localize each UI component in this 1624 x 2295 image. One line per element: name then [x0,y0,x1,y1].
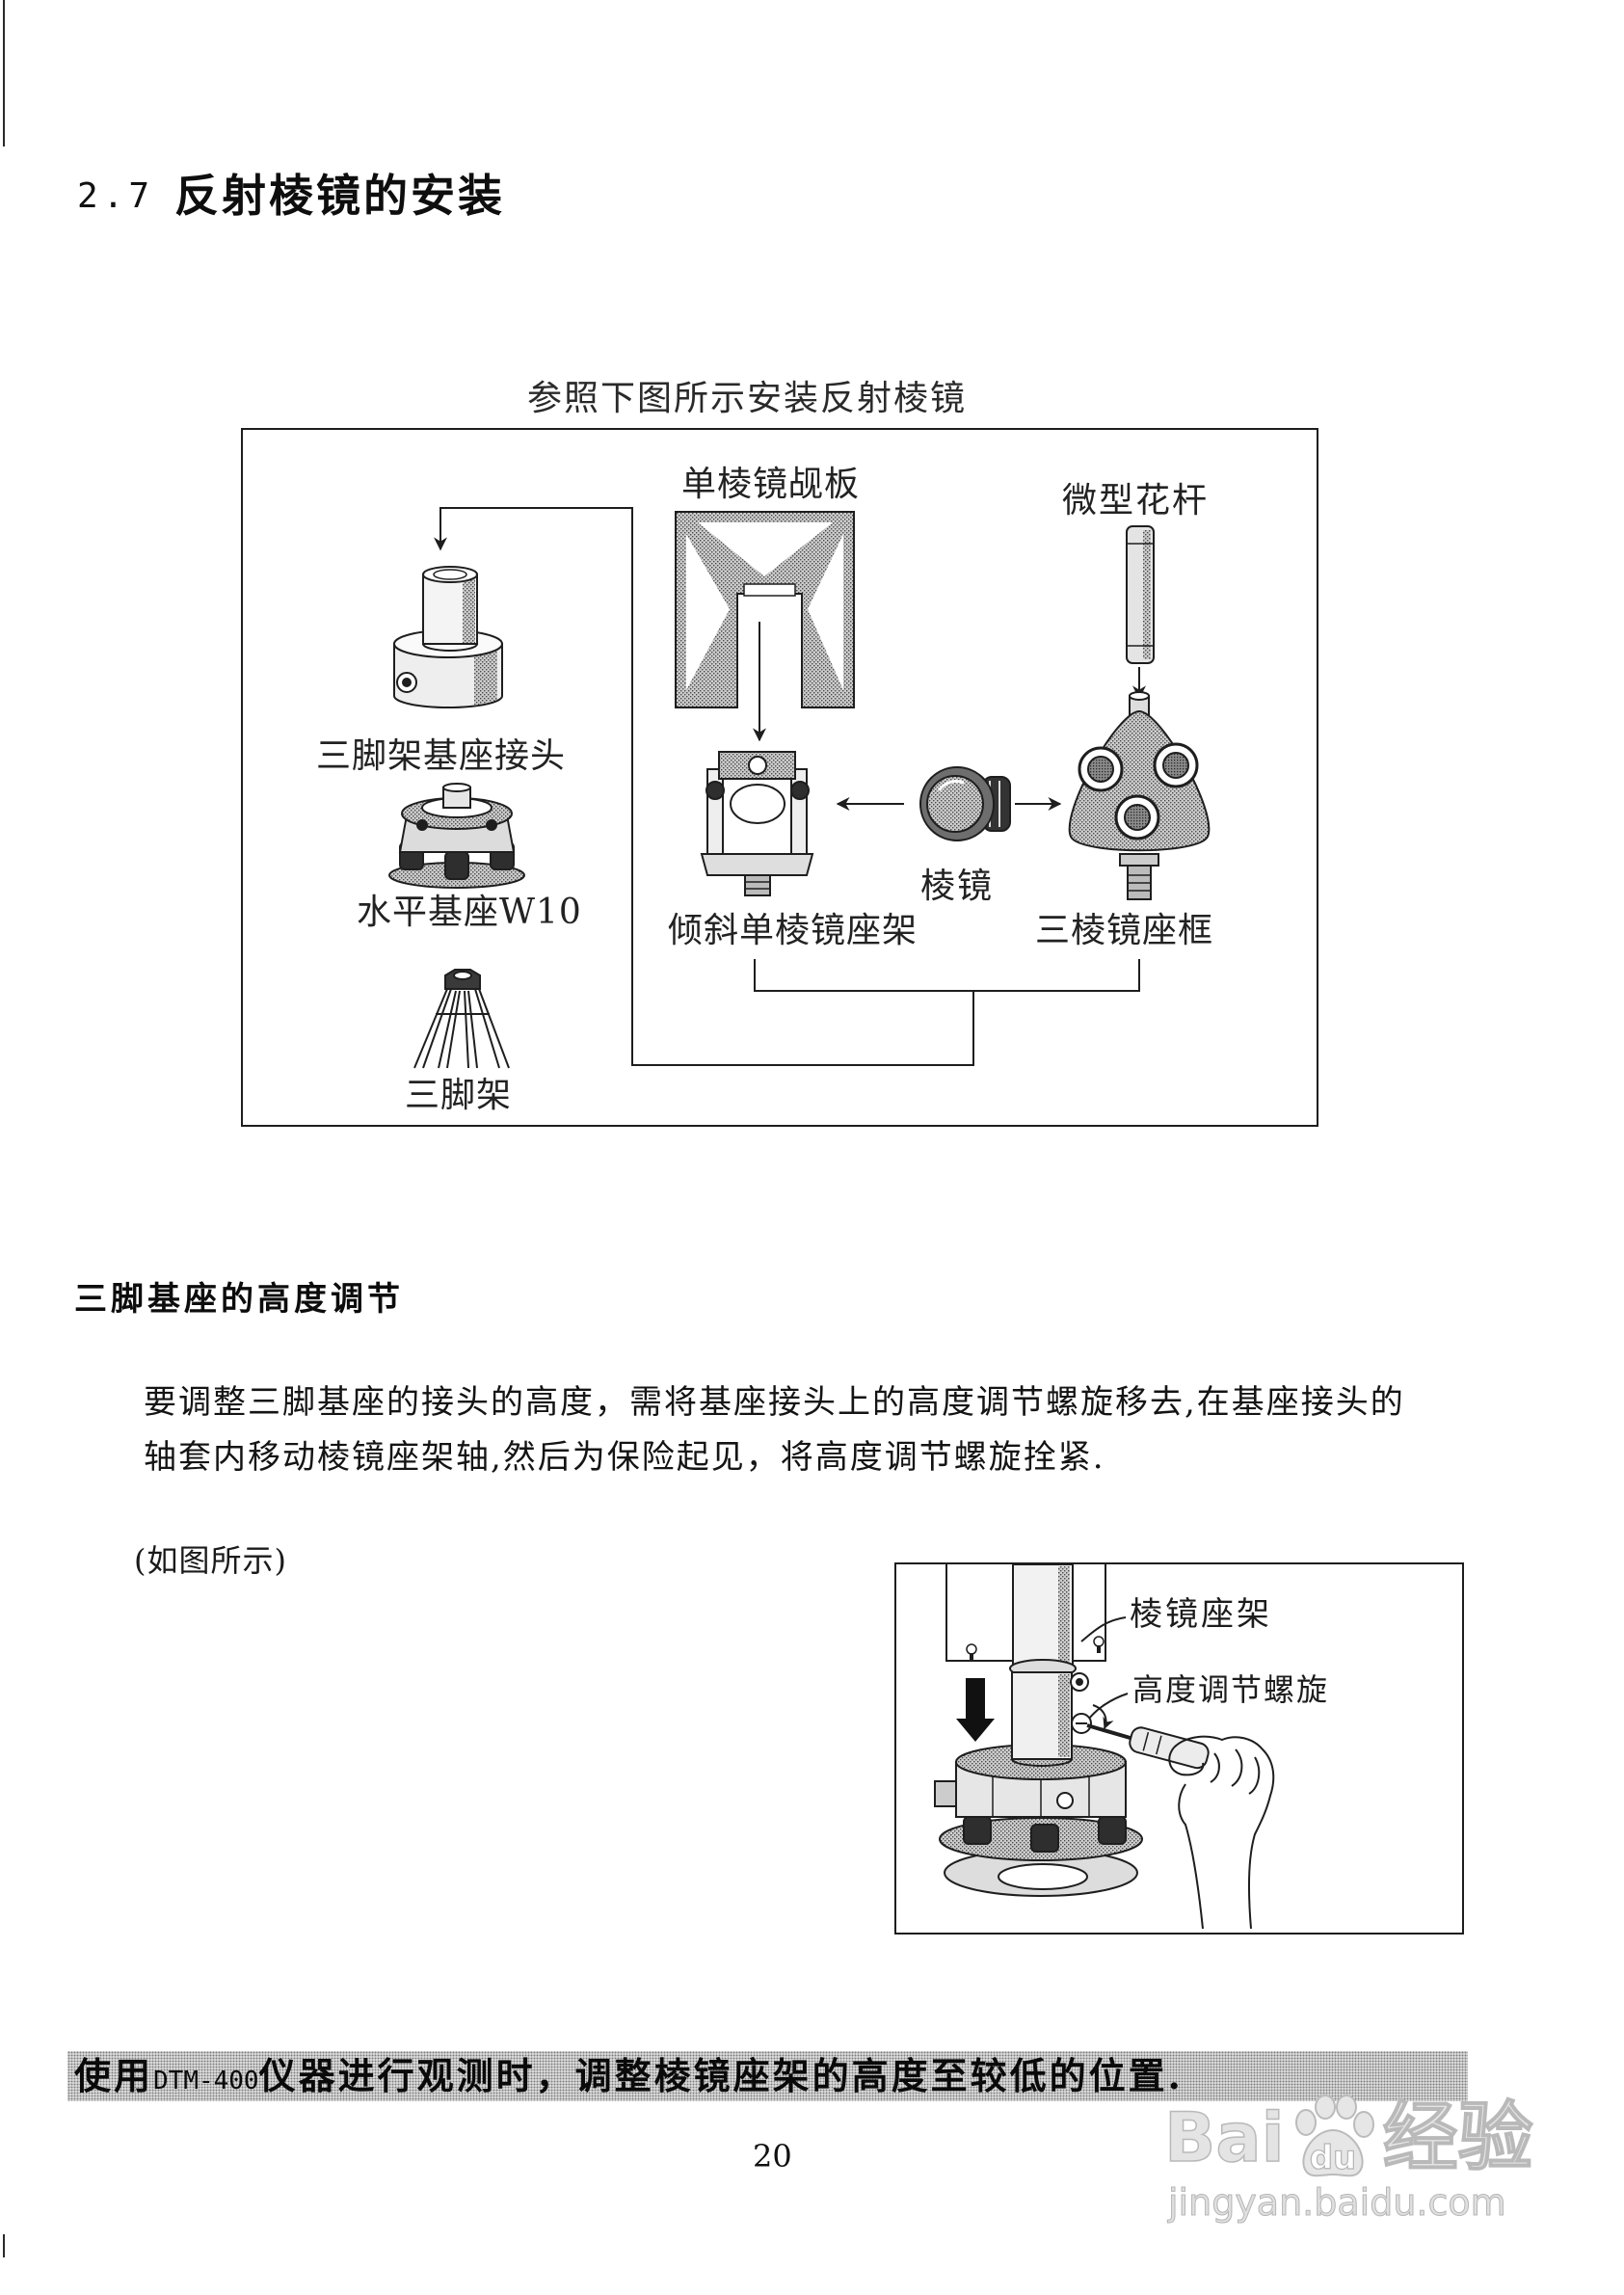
figure-1-caption: 参照下图所示安装反射棱镜 [527,382,967,416]
holder-bracket-line [755,959,1139,991]
tribrach-adapter-illustration [394,567,502,707]
label-tribrach-adapter: 三脚架基座接头 [316,739,566,774]
figure-reference: (如图所示) [134,1545,287,1576]
tribrach-base-illustration [935,1745,1142,1896]
page-number: 20 [753,2141,792,2172]
label-mini-pole: 微型花杆 [1062,484,1209,519]
triple-prism-holder-illustration [1070,692,1210,899]
label-triple-prism-holder: 三棱镜座框 [1035,914,1213,948]
paragraph-line: 轴套内移动棱镜座架轴,然后为保险起见，将高度调节螺旋拴紧. [144,1441,1105,1474]
tripod-illustration [414,970,509,1068]
prism-illustration [920,767,1010,841]
label-tripod: 三脚架 [405,1079,512,1113]
note-model: DTM-400 [153,2067,259,2095]
label-height-screw: 高度调节螺旋 [1132,1674,1329,1705]
label-tribrach: 水平基座W10 [357,895,582,930]
watermark-brand-du: du [1309,2139,1356,2177]
watermark-label: 经验 [1383,2100,1533,2175]
label-tilt-prism-holder: 倾斜单棱镜座架 [668,914,918,948]
section-number: 2.7 [77,179,154,214]
note-suffix: 仪器进行观测时，调整棱镜座架的高度至较低的位置. [259,2054,1184,2097]
tilt-prism-holder-illustration [702,752,812,895]
tribrach-illustration [389,784,524,888]
prism-holder-illustration [946,1564,1105,1677]
watermark-logo: Bai du 经验 [1164,2094,1533,2182]
watermark-brand-text: Bai [1164,2104,1285,2172]
mini-pole-illustration [1127,526,1154,663]
label-single-prism-target: 单棱镜觇板 [681,467,860,502]
scan-edge-mark [3,2234,5,2257]
paragraph-line: 要调整三脚基座的接头的高度，需将基座接头上的高度调节螺旋移去,在基座接头的 [144,1386,1405,1419]
label-prism-holder: 棱镜座架 [1130,1598,1272,1631]
note-text: 使用DTM-400仪器进行观测时，调整棱镜座架的高度至较低的位置. [74,2051,1184,2106]
down-arrow-icon [956,1678,995,1742]
watermark-url: jingyan.baidu.com [1168,2184,1506,2221]
section-title: 反射棱镜的安装 [174,173,505,218]
target-plate-illustration [676,512,854,707]
subsection-heading: 三脚基座的高度调节 [74,1283,404,1316]
scan-edge-mark [3,0,5,147]
label-prism: 棱镜 [920,869,994,904]
installation-diagram [243,430,1317,1125]
figure-1-frame: 单棱镜觇板 微型花杆 三脚架基座接头 水平基座W10 三脚架 棱镜 倾斜单棱镜座… [241,428,1318,1127]
paw-icon: du [1285,2094,1381,2182]
note-prefix: 使用 [74,2054,153,2097]
figure-2-frame: 棱镜座架 高度调节螺旋 [894,1562,1464,1935]
